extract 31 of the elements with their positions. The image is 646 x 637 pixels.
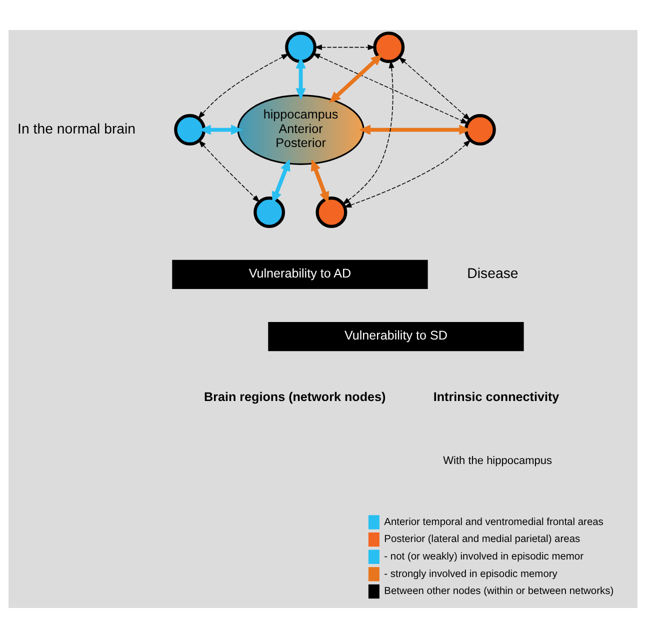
legend-label: Between other nodes (within or between networks) xyxy=(384,586,614,597)
arrow xyxy=(314,44,376,50)
node-circle xyxy=(316,196,348,228)
label: With the hippocampus xyxy=(443,454,552,466)
node-circle xyxy=(373,31,405,63)
label: Intrinsic connectivity xyxy=(433,389,560,404)
node-box: Vulnerability to SD xyxy=(268,322,524,351)
legend-label: - not (or weakly) involved in episodic memor xyxy=(384,551,584,562)
arrow xyxy=(358,124,471,134)
arrow xyxy=(398,56,471,120)
legend-label: - strongly involved in episodic memory xyxy=(384,568,558,580)
arrow xyxy=(312,52,469,124)
legend-label: Anterior temporal and ventromedial frontal areas xyxy=(384,516,604,528)
node-ellipse: hippocampus Anterior Posterior xyxy=(237,94,364,164)
arrow xyxy=(198,139,260,202)
label: Disease xyxy=(467,265,518,282)
arrow xyxy=(198,53,290,119)
arrow xyxy=(342,60,394,204)
arrow xyxy=(344,139,472,207)
node-circle xyxy=(174,114,206,146)
node-box: Vulnerability to AD xyxy=(172,259,428,288)
arrow xyxy=(199,124,243,134)
node-circle xyxy=(285,31,316,63)
arrow xyxy=(296,56,306,100)
label: In the normal brain xyxy=(18,120,136,137)
legend-label: Posterior (lateral and medial parietal) areas xyxy=(384,534,580,545)
arrow xyxy=(329,54,382,103)
arrow xyxy=(310,158,330,203)
node-circle xyxy=(254,196,286,228)
arrow xyxy=(272,158,290,203)
label: Brain regions (network nodes) xyxy=(204,389,386,404)
